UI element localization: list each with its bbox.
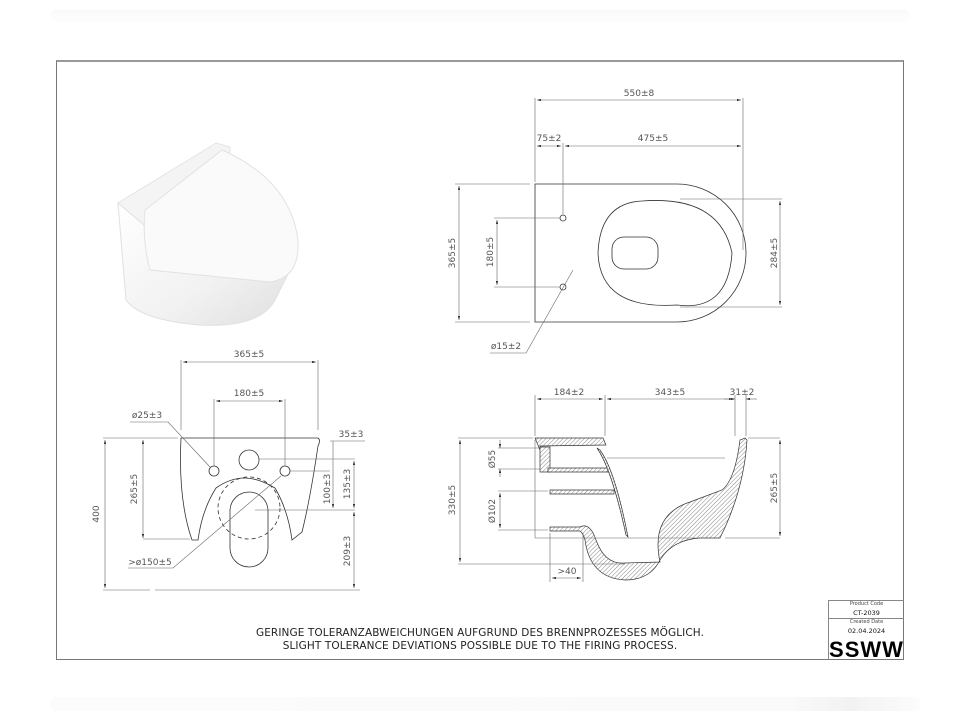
- dim-outlet-height: 209±3: [343, 536, 353, 566]
- side-view: [458, 395, 782, 582]
- dim-overall-length: 550±8: [624, 89, 655, 99]
- created-date-label: Created Date: [849, 619, 884, 625]
- dim-inlet-height: 135±3: [343, 469, 353, 499]
- dim-rim-height: 265±5: [770, 473, 780, 503]
- product-code: CT-2039: [853, 609, 880, 617]
- bottom-shadow: [50, 697, 920, 711]
- dim-bowl-width: 284±5: [770, 238, 780, 268]
- product-render: [117, 142, 299, 326]
- dim-rear-top-offset: 35±3: [339, 430, 364, 440]
- dim-outlet-diameter-side: Ø102: [487, 499, 498, 523]
- created-date-cell: Created Date 02.04.2024: [829, 618, 904, 636]
- dim-top-fixing-hole: ø15±2: [491, 342, 521, 352]
- dim-bowl-length: 343±5: [655, 388, 685, 398]
- dim-rear-width: 365±5: [234, 350, 264, 360]
- rear-view: [103, 360, 365, 591]
- dim-inlet-to-outlet: 100±3: [323, 474, 333, 504]
- dim-rim: 31±2: [730, 388, 755, 398]
- tolerance-note-en: SLIGHT TOLERANCE DEVIATIONS POSSIBLE DUE…: [282, 640, 678, 652]
- dim-back-offset: 75±2: [537, 134, 562, 144]
- dim-rear-fixing-hole: ø25±3: [132, 411, 162, 421]
- product-code-cell: Product Code CT-2039: [829, 600, 904, 618]
- dim-outlet-min: >40: [558, 567, 577, 577]
- dim-front-length: 475±5: [638, 134, 668, 144]
- dim-top-width: 365±5: [448, 238, 458, 268]
- dim-inlet-diameter: Ø55: [487, 450, 498, 469]
- created-date: 02.04.2024: [847, 627, 886, 635]
- title-block: Product Code CT-2039 Created Date 02.04.…: [828, 600, 904, 662]
- brand-logo: SSWW: [829, 637, 904, 662]
- dim-rear-fixing-height: 265±5: [130, 474, 140, 504]
- top-shadow: [50, 10, 910, 22]
- top-view: [455, 98, 782, 354]
- dim-rear-fixing-spacing: 180±5: [234, 389, 264, 399]
- dim-rear-height-total: 400: [92, 505, 102, 522]
- dim-top-fixing-spacing: 180±5: [486, 237, 496, 267]
- dim-back-depth: 184±2: [554, 388, 584, 398]
- tolerance-note-de: GERINGE TOLERANZABWEICHUNGEN AUFGRUND DE…: [255, 627, 705, 639]
- product-code-label: Product Code: [849, 601, 884, 607]
- dim-outlet-diameter: >ø150±5: [128, 558, 172, 568]
- dim-side-height: 330±5: [448, 485, 458, 515]
